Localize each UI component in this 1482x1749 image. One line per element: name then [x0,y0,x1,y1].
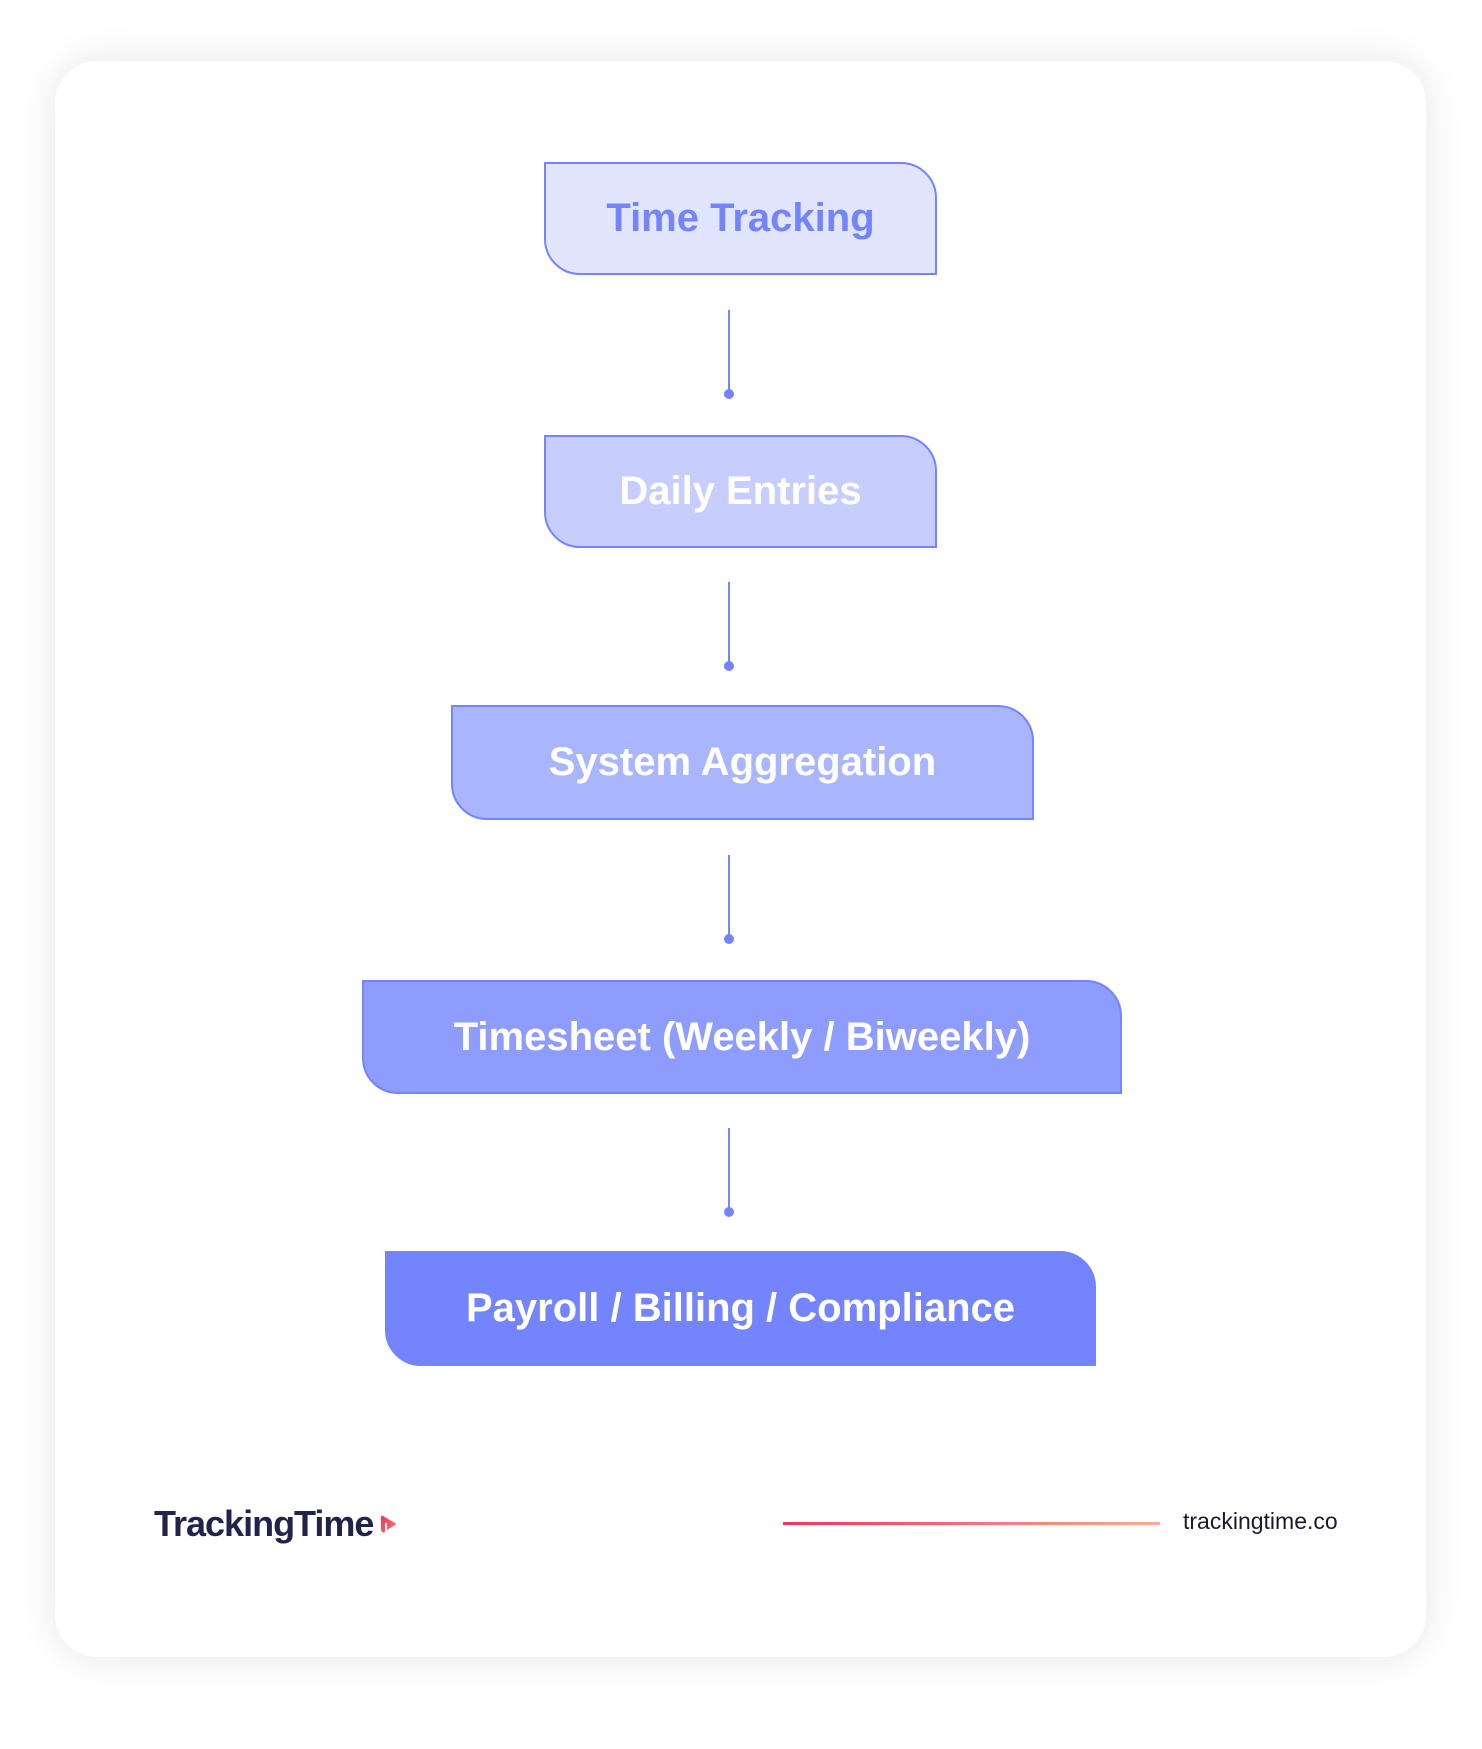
node-daily-entries: Daily Entries [544,435,937,548]
connector-dot [724,934,734,944]
connector-dot [724,1207,734,1217]
node-label: Time Tracking [606,196,875,240]
node-time-tracking: Time Tracking [544,162,937,275]
node-timesheet: Timesheet (Weekly / Biweekly) [362,980,1122,1094]
diagram-card [55,61,1426,1657]
play-logo-icon [381,1515,397,1533]
connector-line [728,1128,730,1212]
node-label: Payroll / Billing / Compliance [465,1286,1015,1330]
brand-name: TrackingTime [154,1503,374,1544]
footer-divider-line [783,1522,1160,1525]
node-label: Timesheet (Weekly / Biweekly) [453,1014,1031,1059]
node-system-aggregation: System Aggregation [451,705,1034,820]
connector-line [728,855,730,939]
node-label: System Aggregation [548,740,937,784]
brand-logo: TrackingTime [154,1503,397,1545]
footer-url: trackingtime.co [1183,1508,1338,1534]
connector-line [728,310,730,394]
connector-line [728,582,730,666]
connector-dot [724,661,734,671]
node-label: Daily Entries [619,469,862,513]
node-payroll-billing-compliance: Payroll / Billing / Compliance [385,1251,1096,1366]
connector-dot [724,389,734,399]
